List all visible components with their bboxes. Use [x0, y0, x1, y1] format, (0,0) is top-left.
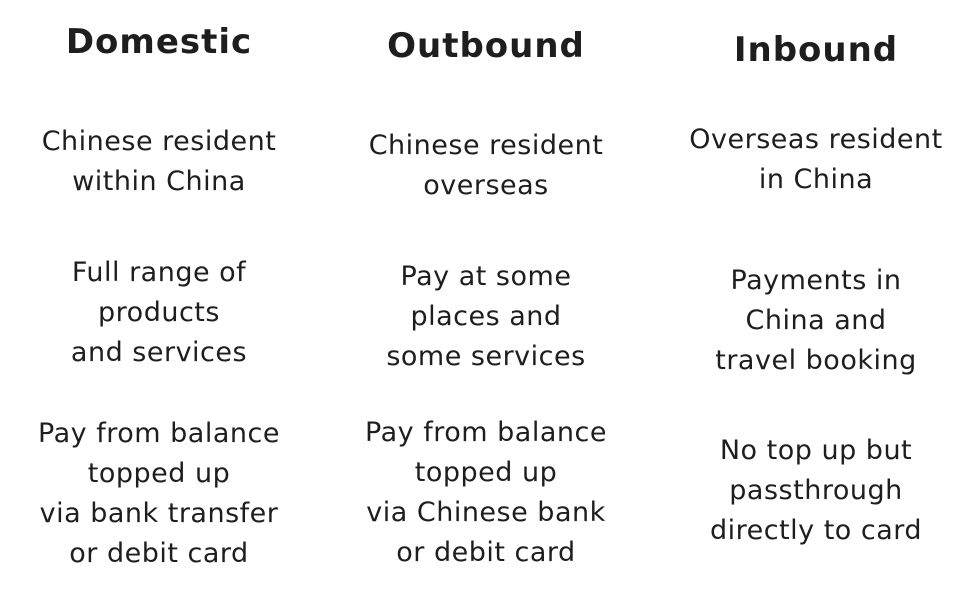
scope-text: Payments in China and travel booking [654, 261, 978, 381]
funding-text: Pay from balance topped up via Chinese b… [318, 413, 654, 573]
text-line: in China [758, 164, 874, 195]
text-line: topped up [87, 458, 231, 489]
column-heading: Outbound [387, 26, 585, 66]
text-line: Pay from balance [38, 418, 280, 449]
residency-text: Chinese resident within China [0, 122, 318, 202]
residency-text: Chinese resident overseas [318, 126, 654, 206]
scope-text: Pay at some places and some services [318, 257, 654, 377]
text-line: China and [745, 305, 887, 336]
text-line: Chinese resident [41, 126, 277, 157]
text-line: Overseas resident [689, 124, 943, 155]
text-line: Payments in [730, 265, 902, 296]
funding-text: Pay from balance topped up via bank tran… [0, 414, 318, 574]
scope-text: Full range of products and services [0, 253, 318, 373]
column-inbound: Inbound Overseas resident in China Payme… [654, 0, 978, 596]
text-line: or debit card [69, 538, 249, 569]
text-line: within China [72, 166, 246, 197]
text-line: products [98, 297, 220, 328]
text-line: Full range of [71, 257, 247, 288]
funding-text: No top up but passthrough directly to ca… [654, 431, 978, 551]
text-line: and services [70, 337, 248, 368]
text-line: No top up but [719, 435, 913, 466]
text-line: topped up [414, 457, 558, 488]
residency-text: Overseas resident in China [654, 120, 978, 200]
text-line: some services [386, 341, 586, 372]
column-domestic: Domestic Chinese resident within China F… [0, 0, 318, 596]
text-line: via bank transfer [39, 498, 279, 529]
text-line: Chinese resident [368, 130, 604, 161]
column-outbound: Outbound Chinese resident overseas Pay a… [318, 0, 654, 596]
text-line: Pay at some [400, 261, 572, 292]
text-line: directly to card [709, 515, 923, 546]
text-line: travel booking [715, 345, 917, 376]
text-line: places and [410, 301, 562, 332]
text-line: Pay from balance [365, 417, 607, 448]
text-line: via Chinese bank [366, 497, 606, 528]
column-heading: Domestic [65, 22, 253, 62]
text-line: or debit card [396, 537, 576, 568]
text-line: overseas [423, 170, 549, 201]
text-line: passthrough [729, 475, 903, 506]
column-heading: Inbound [733, 30, 899, 70]
